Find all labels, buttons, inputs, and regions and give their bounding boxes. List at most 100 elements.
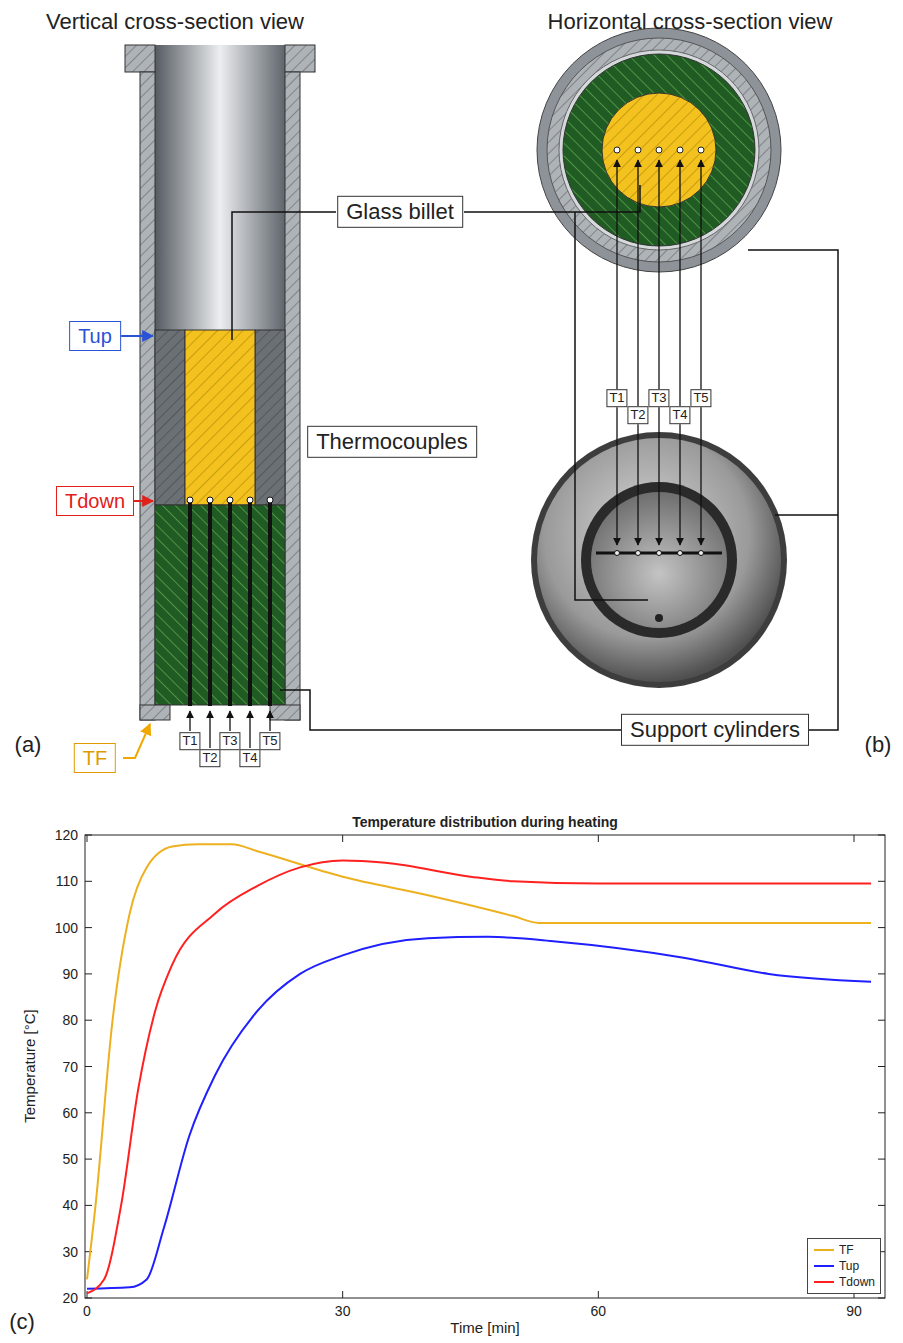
y-tick (85, 1066, 92, 1067)
view-heading: Vertical cross-section view (46, 9, 304, 34)
y-tick (878, 1112, 885, 1113)
view-heading: Horizontal cross-section view (548, 9, 833, 34)
y-tick (878, 1159, 885, 1160)
y-tick (878, 927, 885, 928)
tick-label: 100 (55, 920, 78, 936)
thermocouple-tag: T2 (199, 749, 220, 767)
plot-frame (85, 835, 885, 1298)
vertical-section (120, 45, 315, 758)
y-tick (878, 881, 885, 882)
node-text: T1 (609, 390, 624, 406)
thermocouple-tag: T2 (627, 406, 648, 424)
thermocouple-tag: T3 (219, 732, 240, 750)
thermocouple-tag: T4 (669, 406, 690, 424)
thermocouple-tag: T5 (690, 389, 711, 407)
chart-legend: TF TupTdown (807, 1238, 881, 1294)
temperature-tag: Tdown (56, 486, 134, 516)
thermocouple-tag: T5 (259, 732, 280, 750)
legend-text: Tup (839, 1259, 859, 1273)
tick-label: 70 (62, 1058, 78, 1074)
y-tick (85, 1298, 92, 1299)
tick-label: 80 (62, 1012, 78, 1028)
y-tick (878, 1066, 885, 1067)
legend-row: Tup (813, 1258, 875, 1274)
x-tick (342, 835, 343, 842)
x-tick (87, 835, 88, 842)
node-text: T3 (651, 390, 666, 406)
y-tick (878, 1205, 885, 1206)
figure-label: Temperature [°C] (21, 1009, 38, 1123)
tick-label: 20 (62, 1290, 78, 1306)
figure-label: (a) (15, 732, 42, 757)
x-tick (854, 835, 855, 842)
legend-line (813, 1277, 835, 1287)
callout-box: Glass billet (337, 196, 463, 228)
tick-label: 50 (62, 1151, 78, 1167)
tick-label: 60 (62, 1105, 78, 1121)
node-text: T4 (242, 750, 257, 766)
x-tick (598, 835, 599, 842)
tick-label: 90 (846, 1303, 862, 1319)
figure-label: (c) (9, 1309, 35, 1334)
thermocouple-tag: T3 (648, 389, 669, 407)
figure-label: (b) (865, 732, 892, 757)
node-text: T3 (222, 733, 237, 749)
y-tick (878, 973, 885, 974)
y-tick (878, 1020, 885, 1021)
y-tick (878, 835, 885, 836)
legend-row: TF (813, 1242, 875, 1258)
thermocouple-tag: T1 (179, 732, 200, 750)
leader-lines (232, 185, 838, 730)
y-tick (85, 1112, 92, 1113)
y-tick (85, 1020, 92, 1021)
thermocouple-tag: T4 (239, 749, 260, 767)
y-tick (85, 973, 92, 974)
node-text: Glass billet (346, 199, 454, 225)
callout-box: Thermocouples (307, 426, 477, 458)
node-text: Support cylinders (630, 717, 800, 743)
node-text: Tup (78, 324, 112, 348)
node-text: T2 (630, 407, 645, 423)
tick-label: 0 (83, 1303, 91, 1319)
x-tick (598, 1291, 599, 1298)
y-tick (85, 927, 92, 928)
tick-label: 90 (62, 966, 78, 982)
x-tick (87, 1291, 88, 1298)
horizontal-section (531, 28, 787, 688)
y-tick (878, 1298, 885, 1299)
figure-label: Temperature distribution during heating (352, 814, 618, 830)
tick-label: 110 (56, 873, 78, 889)
legend-text: Tdown (839, 1275, 875, 1289)
x-tick (342, 1291, 343, 1298)
y-tick (85, 881, 92, 882)
callout-box: Support cylinders (621, 714, 809, 746)
tick-label: 60 (591, 1303, 607, 1319)
legend-line (813, 1261, 835, 1271)
temperature-tag: TF (74, 743, 116, 773)
temperature-curve (87, 860, 871, 1293)
node-text: T2 (202, 750, 217, 766)
node-text: T5 (262, 733, 277, 749)
legend-text: TF (839, 1243, 854, 1257)
node-text: Tdown (65, 489, 125, 513)
y-tick (85, 1205, 92, 1206)
y-tick (85, 1159, 92, 1160)
tick-label: 30 (335, 1303, 351, 1319)
temperature-tag: Tup (69, 321, 121, 351)
legend-row: Tdown (813, 1274, 875, 1290)
node-text: T1 (182, 733, 197, 749)
curves (87, 844, 871, 1293)
tick-label: 120 (55, 827, 78, 843)
figure-label: Time [min] (450, 1319, 519, 1336)
node-text: Thermocouples (316, 429, 468, 455)
node-text: T5 (693, 390, 708, 406)
node-text: TF (83, 746, 107, 770)
thermocouple-tag: T1 (606, 389, 627, 407)
axis-ticks (85, 835, 885, 1298)
node-text: T4 (672, 407, 687, 423)
tick-label: 40 (62, 1197, 78, 1213)
legend-line (813, 1245, 835, 1255)
temperature-curve (87, 937, 871, 1289)
tick-label: 30 (62, 1244, 78, 1260)
